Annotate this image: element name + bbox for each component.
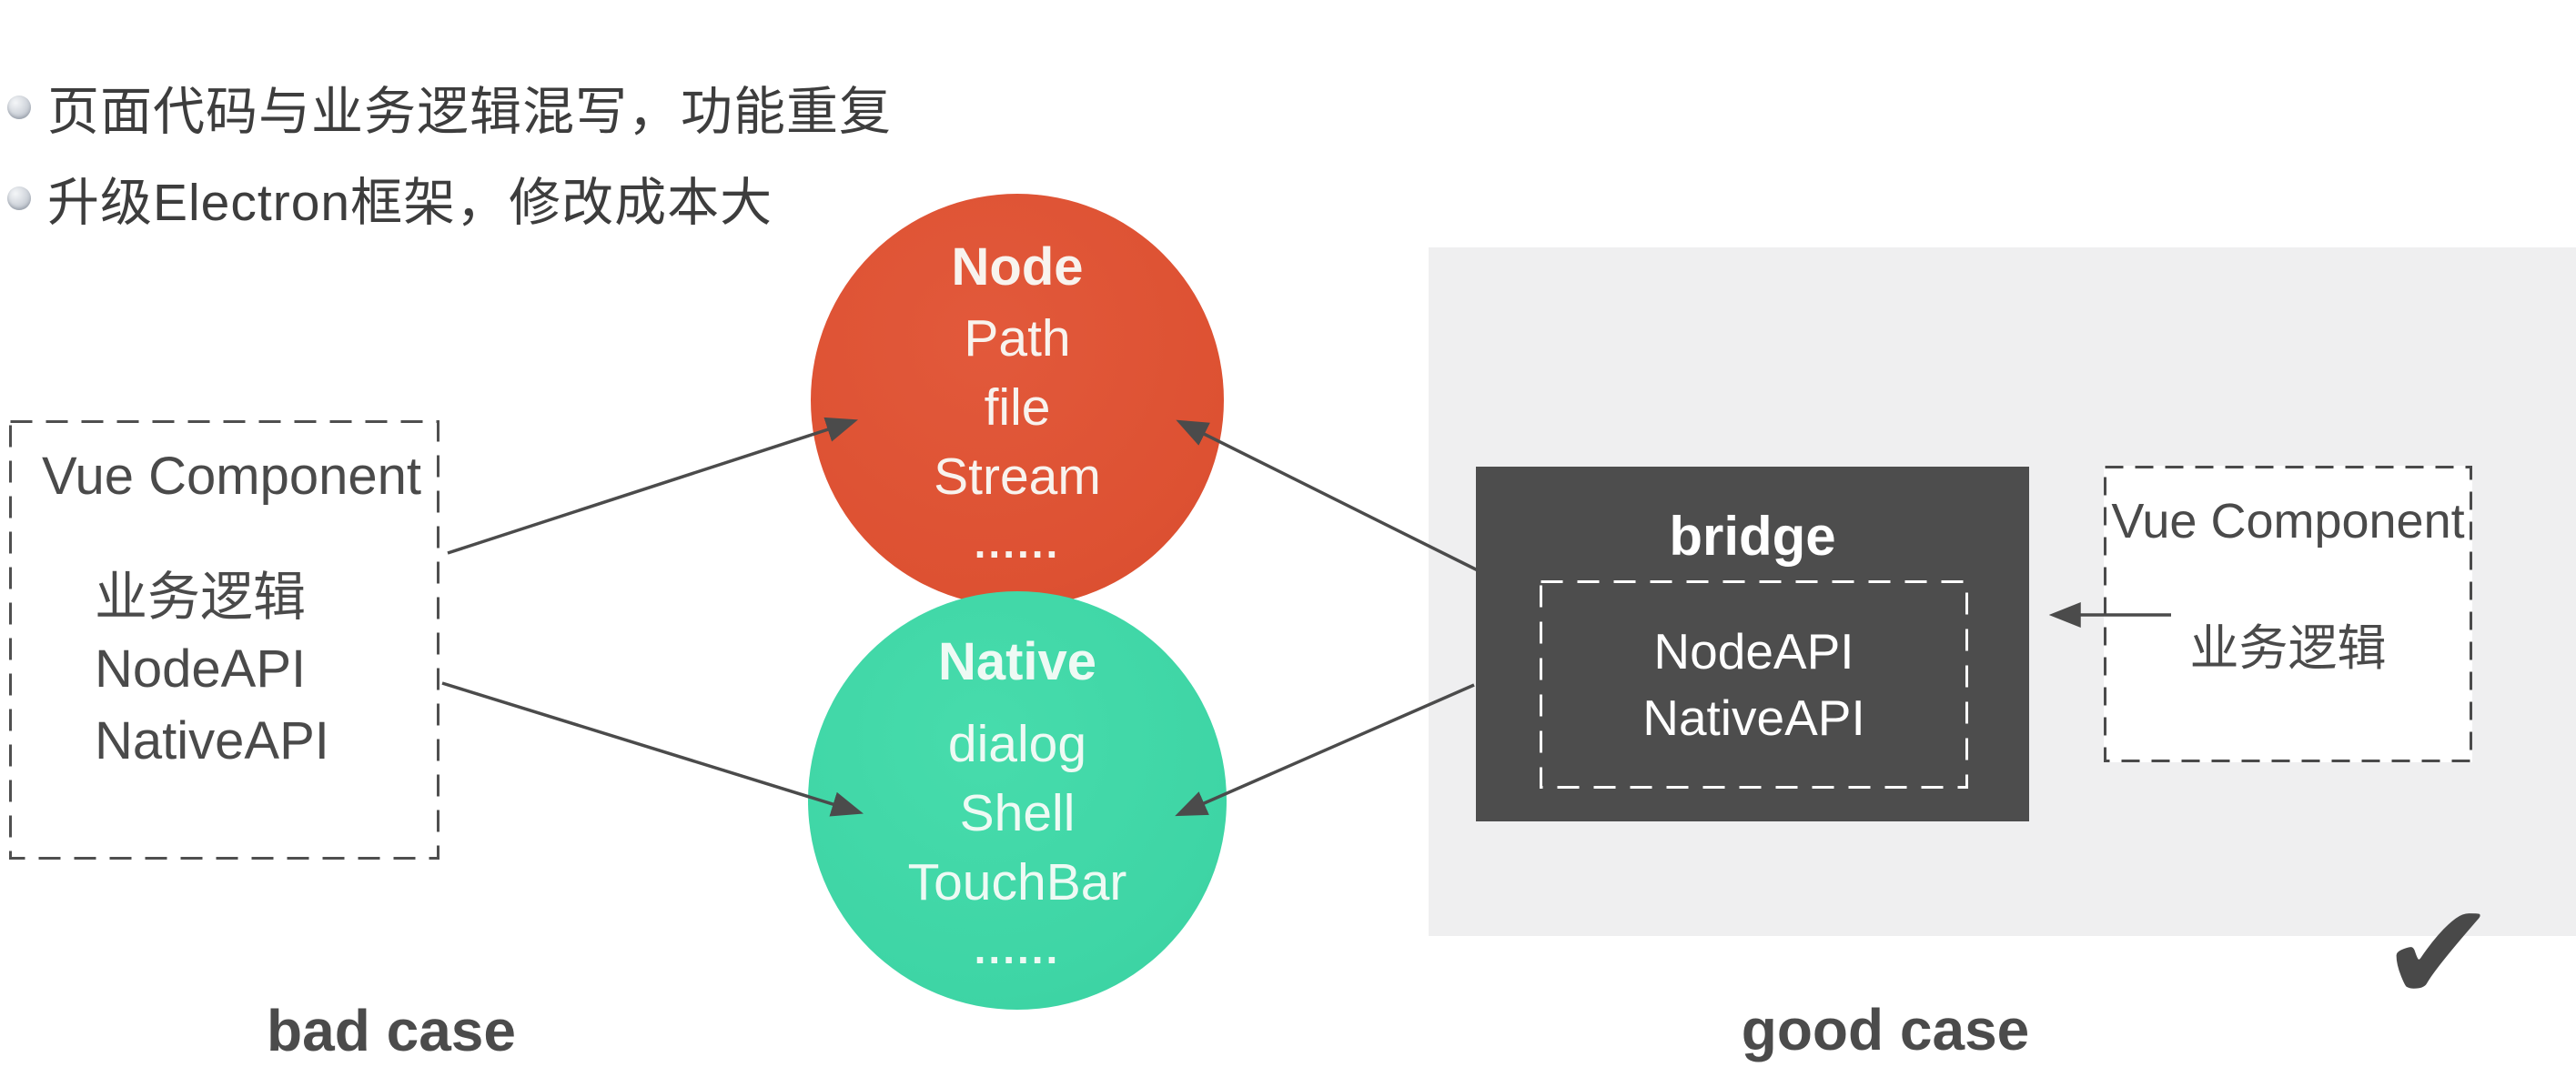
node-circle-title: Node [951,237,1084,297]
bridge-title: bridge [1669,506,1836,567]
node-circle-item: Stream [934,448,1101,506]
bad-case-label: bad case [267,998,516,1063]
arrow-badvue-to-native [441,681,864,817]
bullet-list: 页面代码与业务逻辑混写，功能重复 升级Electron框架，修改成本大 [7,62,892,244]
vue-component-box-bad: Vue Component 业务逻辑 NodeAPI NativeAPI [9,420,439,860]
vue-item-native-api: NativeAPI [95,711,329,770]
vue-component-title: Vue Component [42,447,422,506]
bullet-item: 升级Electron框架，修改成本大 [7,153,892,244]
node-circle: Node Path file Stream ...... [811,194,1224,607]
good-case-label: good case [1741,997,2030,1062]
node-circle-item: Path [964,309,1071,367]
native-circle-title: Native [937,632,1097,691]
bullet-text: 页面代码与业务逻辑混写，功能重复 [47,83,892,141]
node-circle-item: file [984,378,1051,437]
bullet-item: 页面代码与业务逻辑混写，功能重复 [7,62,892,153]
checkmark-icon: ✔ [2380,872,2497,1033]
vue-component-box-good: Vue Component 业务逻辑 [2104,466,2472,762]
vue-component-items: 业务逻辑 NodeAPI NativeAPI [95,561,439,777]
native-circle-ellipsis: ...... [974,925,1061,972]
bullet-text: 升级Electron框架，修改成本大 [47,174,773,232]
bridge-api-node: NodeAPI [1653,622,1854,679]
native-circle-item: TouchBar [907,853,1127,911]
bridge-api-native: NativeAPI [1642,689,1865,746]
vue-item-business-logic: 业务逻辑 [2189,621,2387,676]
native-circle: Native dialog Shell TouchBar ...... [808,591,1227,1010]
bridge-api-box: NodeAPI NativeAPI [1540,580,1968,789]
vue-component-title: Vue Component [2111,494,2465,549]
node-circle-ellipsis: ...... [974,519,1061,567]
arrow-badvue-to-node [447,417,858,555]
native-circle-item: Shell [959,784,1076,842]
bullet-icon [7,96,31,119]
vue-item-node-api: NodeAPI [95,639,307,699]
bullet-icon [7,186,31,210]
native-circle-item: dialog [947,715,1087,773]
vue-item-business-logic: 业务逻辑 [95,568,307,627]
